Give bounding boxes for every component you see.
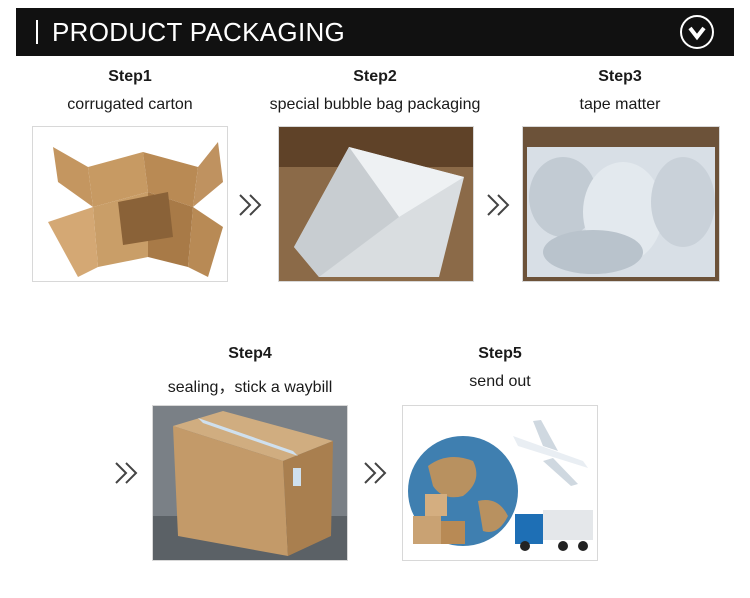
step5-subtitle: send out bbox=[469, 373, 531, 390]
step1-subtitle: corrugated carton bbox=[67, 96, 193, 113]
bubble-wrap-filled-box-image bbox=[522, 126, 720, 282]
double-chevron-right-icon bbox=[238, 193, 264, 222]
step1-title: Step1 bbox=[108, 68, 152, 85]
double-chevron-right-icon bbox=[114, 461, 140, 490]
step3-subtitle: tape matter bbox=[579, 96, 661, 113]
open-cardboard-box-image bbox=[32, 126, 228, 282]
bubble-bag-image bbox=[278, 126, 474, 282]
page-title: PRODUCT PACKAGING bbox=[52, 17, 346, 47]
chevron-down-circle-icon[interactable] bbox=[680, 15, 714, 49]
double-chevron-right-icon bbox=[486, 193, 512, 222]
step2-title: Step2 bbox=[353, 68, 397, 85]
step5-title: Step5 bbox=[478, 345, 522, 362]
globe-shipping-image bbox=[402, 405, 598, 561]
step4-subtitle: sealing，stick a waybill bbox=[167, 379, 333, 396]
step3-title: Step3 bbox=[598, 68, 642, 85]
header-divider bbox=[36, 20, 38, 44]
sealed-box-image bbox=[152, 405, 348, 561]
section-header: PRODUCT PACKAGING bbox=[16, 8, 734, 56]
step4-title: Step4 bbox=[228, 345, 272, 362]
step2-subtitle: special bubble bag packaging bbox=[269, 96, 481, 113]
double-chevron-right-icon bbox=[363, 461, 389, 490]
